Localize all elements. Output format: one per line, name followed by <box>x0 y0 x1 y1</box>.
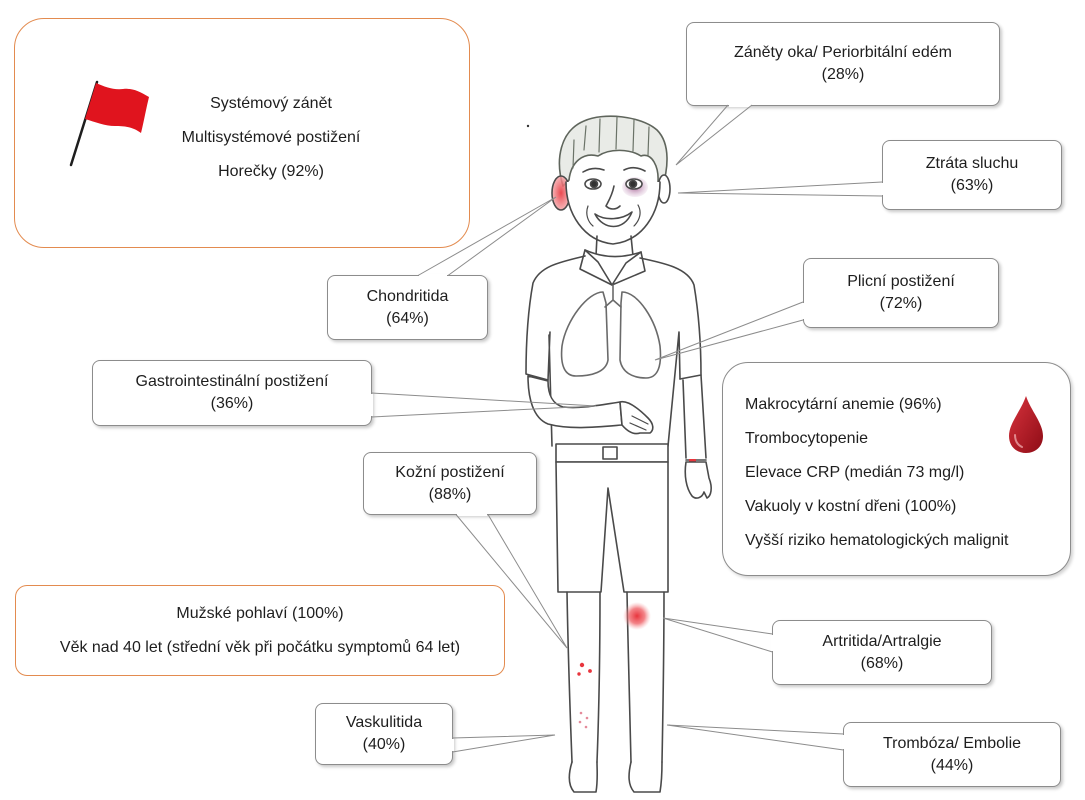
wrist-inflammation-mark <box>689 459 696 463</box>
hematology-box: Makrocytární anemie (96%) Trombocytopeni… <box>722 362 1071 576</box>
callout-label: Vaskulitida <box>345 714 423 731</box>
blood-drop <box>1009 396 1043 453</box>
left-pupil <box>589 179 599 189</box>
right-lung <box>619 291 662 379</box>
hematology-line-1: Makrocytární anemie (96%) <box>745 396 942 413</box>
shorts <box>555 461 669 593</box>
left-foot <box>568 761 599 793</box>
callout-vasculitis: Vaskulitida (40%) <box>315 703 453 765</box>
callout-value: (64%) <box>386 309 429 327</box>
callout-arthritis: Artritida/Artralgie (68%) <box>772 620 992 685</box>
right-foot <box>628 761 663 793</box>
callout-label: Artritida/Artralgie <box>822 632 942 650</box>
right-hand <box>684 461 712 499</box>
hair <box>558 115 668 189</box>
smile <box>594 211 633 228</box>
callout-thrombosis: Trombóza/ Embolie (44%) <box>843 722 1061 787</box>
flag-cloth <box>85 83 149 133</box>
belt-buckle <box>602 446 618 460</box>
callout-label: Záněty oka/ Periorbitální edém <box>734 44 952 61</box>
systemic-inflammation-box: Systémový zánět Multisystémové postižení… <box>14 18 470 248</box>
demographics-box: Mužské pohlaví (100%) Věk nad 40 let (st… <box>15 585 505 676</box>
callout-label: Chondritida <box>366 287 449 305</box>
callout-chondritis: Chondritida (64%) <box>327 275 488 340</box>
demographics-line-2: Věk nad 40 let (střední věk při počátku … <box>59 638 461 656</box>
nose <box>605 185 621 210</box>
flag-box-line-2: Multisystémové postižení <box>181 129 361 146</box>
callout-value: (40%) <box>362 736 406 753</box>
callout-skin-involvement: Kožní postižení (88%) <box>363 452 537 515</box>
face-outline <box>565 181 661 245</box>
red-flag-icon <box>69 80 149 167</box>
speck <box>526 124 530 128</box>
hematology-line-3: Elevace CRP (medián 73 mg/l) <box>745 464 965 481</box>
flag-box-line-3: Horečky (92%) <box>218 163 324 180</box>
hair-strands <box>572 116 650 169</box>
callout-value: (36%) <box>210 395 254 412</box>
callout-hearing-loss: Ztráta sluchu (63%) <box>882 140 1062 210</box>
callout-gi-involvement: Gastrointestinální postižení (36%) <box>92 360 372 426</box>
blood-drop-highlight <box>1014 434 1023 448</box>
left-forearm <box>527 375 623 429</box>
cheek-lines <box>586 204 641 227</box>
shirt-left-shoulder-sleeve <box>525 255 586 381</box>
callout-value: (28%) <box>821 66 865 83</box>
vasculitis-dots <box>578 711 589 729</box>
collar <box>579 249 646 286</box>
left-hand-fingers <box>629 415 649 431</box>
collar-fold <box>584 249 642 286</box>
right-arm <box>682 374 707 459</box>
shirt-torso-sides <box>547 331 681 447</box>
right-eyebrow <box>623 166 646 172</box>
callout-label: Plicní postižení <box>847 273 955 290</box>
callout-lung-involvement: Plicní postižení (72%) <box>803 258 999 328</box>
callout-value: (44%) <box>930 756 974 774</box>
blood-drop-icon <box>1009 396 1043 453</box>
callout-value: (72%) <box>879 295 923 312</box>
knee-inflammation <box>623 602 651 630</box>
callout-eye-inflammation: Záněty oka/ Periorbitální edém (28%) <box>686 22 1000 106</box>
callout-label: Ztráta sluchu <box>925 155 1019 172</box>
callout-label: Gastrointestinální postižení <box>135 373 329 390</box>
left-leg <box>566 591 601 763</box>
left-lung <box>560 291 609 377</box>
left-eyebrow <box>582 167 605 173</box>
skin-lesions <box>577 662 592 676</box>
callout-value: (88%) <box>428 485 472 503</box>
neck <box>595 235 634 257</box>
right-pupil <box>628 179 638 189</box>
callout-label: Trombóza/ Embolie <box>882 734 1022 752</box>
trachea <box>604 284 622 308</box>
callout-label: Kožní postižení <box>395 463 505 481</box>
callout-value: (68%) <box>860 654 904 672</box>
flag-box-line-1: Systémový zánět <box>210 95 332 112</box>
demographics-line-1: Mužské pohlaví (100%) <box>176 604 344 622</box>
callout-value: (63%) <box>950 177 994 194</box>
hematology-line-5: Vyšší riziko hematologických malignit <box>745 532 1009 549</box>
shirt-right-shoulder-sleeve <box>639 257 702 380</box>
hematology-line-2: Trombocytopenie <box>745 430 869 447</box>
hematology-line-4: Vakuoly v kostní dřeni (100%) <box>745 498 957 515</box>
